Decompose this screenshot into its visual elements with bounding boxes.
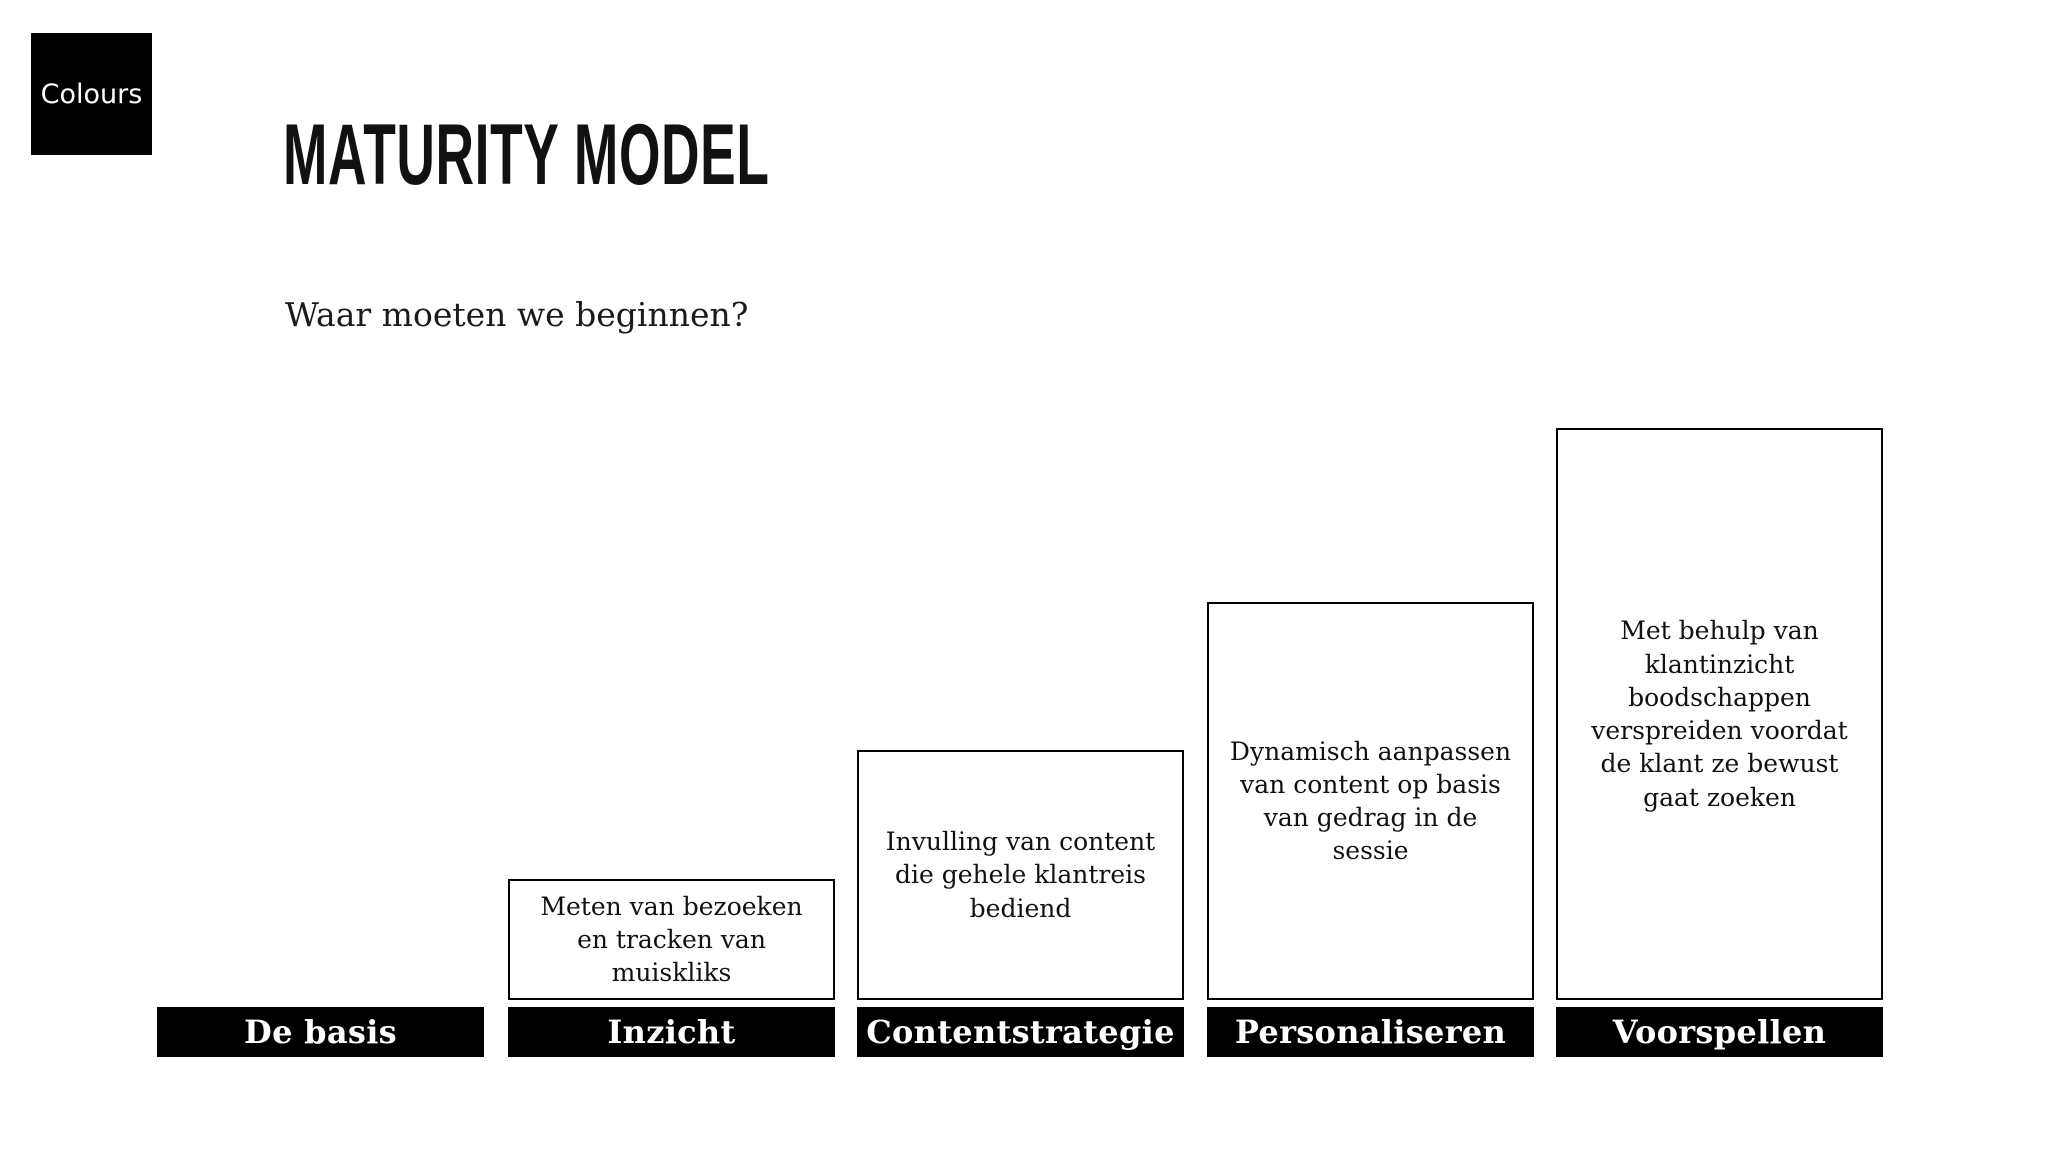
- stage-label-text: De basis: [244, 1013, 397, 1051]
- stage-label-bar[interactable]: De basis: [157, 1007, 484, 1057]
- stage-label-bar[interactable]: Voorspellen: [1556, 1007, 1883, 1057]
- brand-logo: Colours: [31, 33, 152, 155]
- stage-description-text: Meten van bezoeken en tracken van muiskl…: [540, 891, 803, 988]
- stage-label-text: Inzicht: [607, 1013, 736, 1051]
- stage-description-text: Invulling van content die gehele klantre…: [885, 827, 1156, 923]
- stage-label-text: Contentstrategie: [866, 1013, 1175, 1051]
- stage-label-text: Voorspellen: [1612, 1013, 1827, 1051]
- page-title: MATURITY MODEL: [283, 107, 770, 203]
- stage-description-box: Meten van bezoeken en tracken van muiskl…: [508, 879, 835, 1000]
- page-subtitle: Waar moeten we beginnen?: [285, 295, 749, 334]
- stage-label-bar[interactable]: Contentstrategie: [857, 1007, 1184, 1057]
- stage-description-box: Dynamisch aanpassen van content op basis…: [1207, 602, 1534, 1000]
- stage-label-bar[interactable]: Inzicht: [508, 1007, 835, 1057]
- stage-label-bar[interactable]: Personaliseren: [1207, 1007, 1534, 1057]
- stage-label-text: Personaliseren: [1234, 1013, 1507, 1051]
- stage-description-box: Met behulp van klantinzicht boodschappen…: [1556, 428, 1883, 1000]
- brand-logo-text: Colours: [40, 78, 143, 110]
- stage-description-text: Dynamisch aanpassen van content op basis…: [1229, 736, 1512, 866]
- stage-description-text: Met behulp van klantinzicht boodschappen…: [1591, 616, 1848, 812]
- stage-description-box: Invulling van content die gehele klantre…: [857, 750, 1184, 1000]
